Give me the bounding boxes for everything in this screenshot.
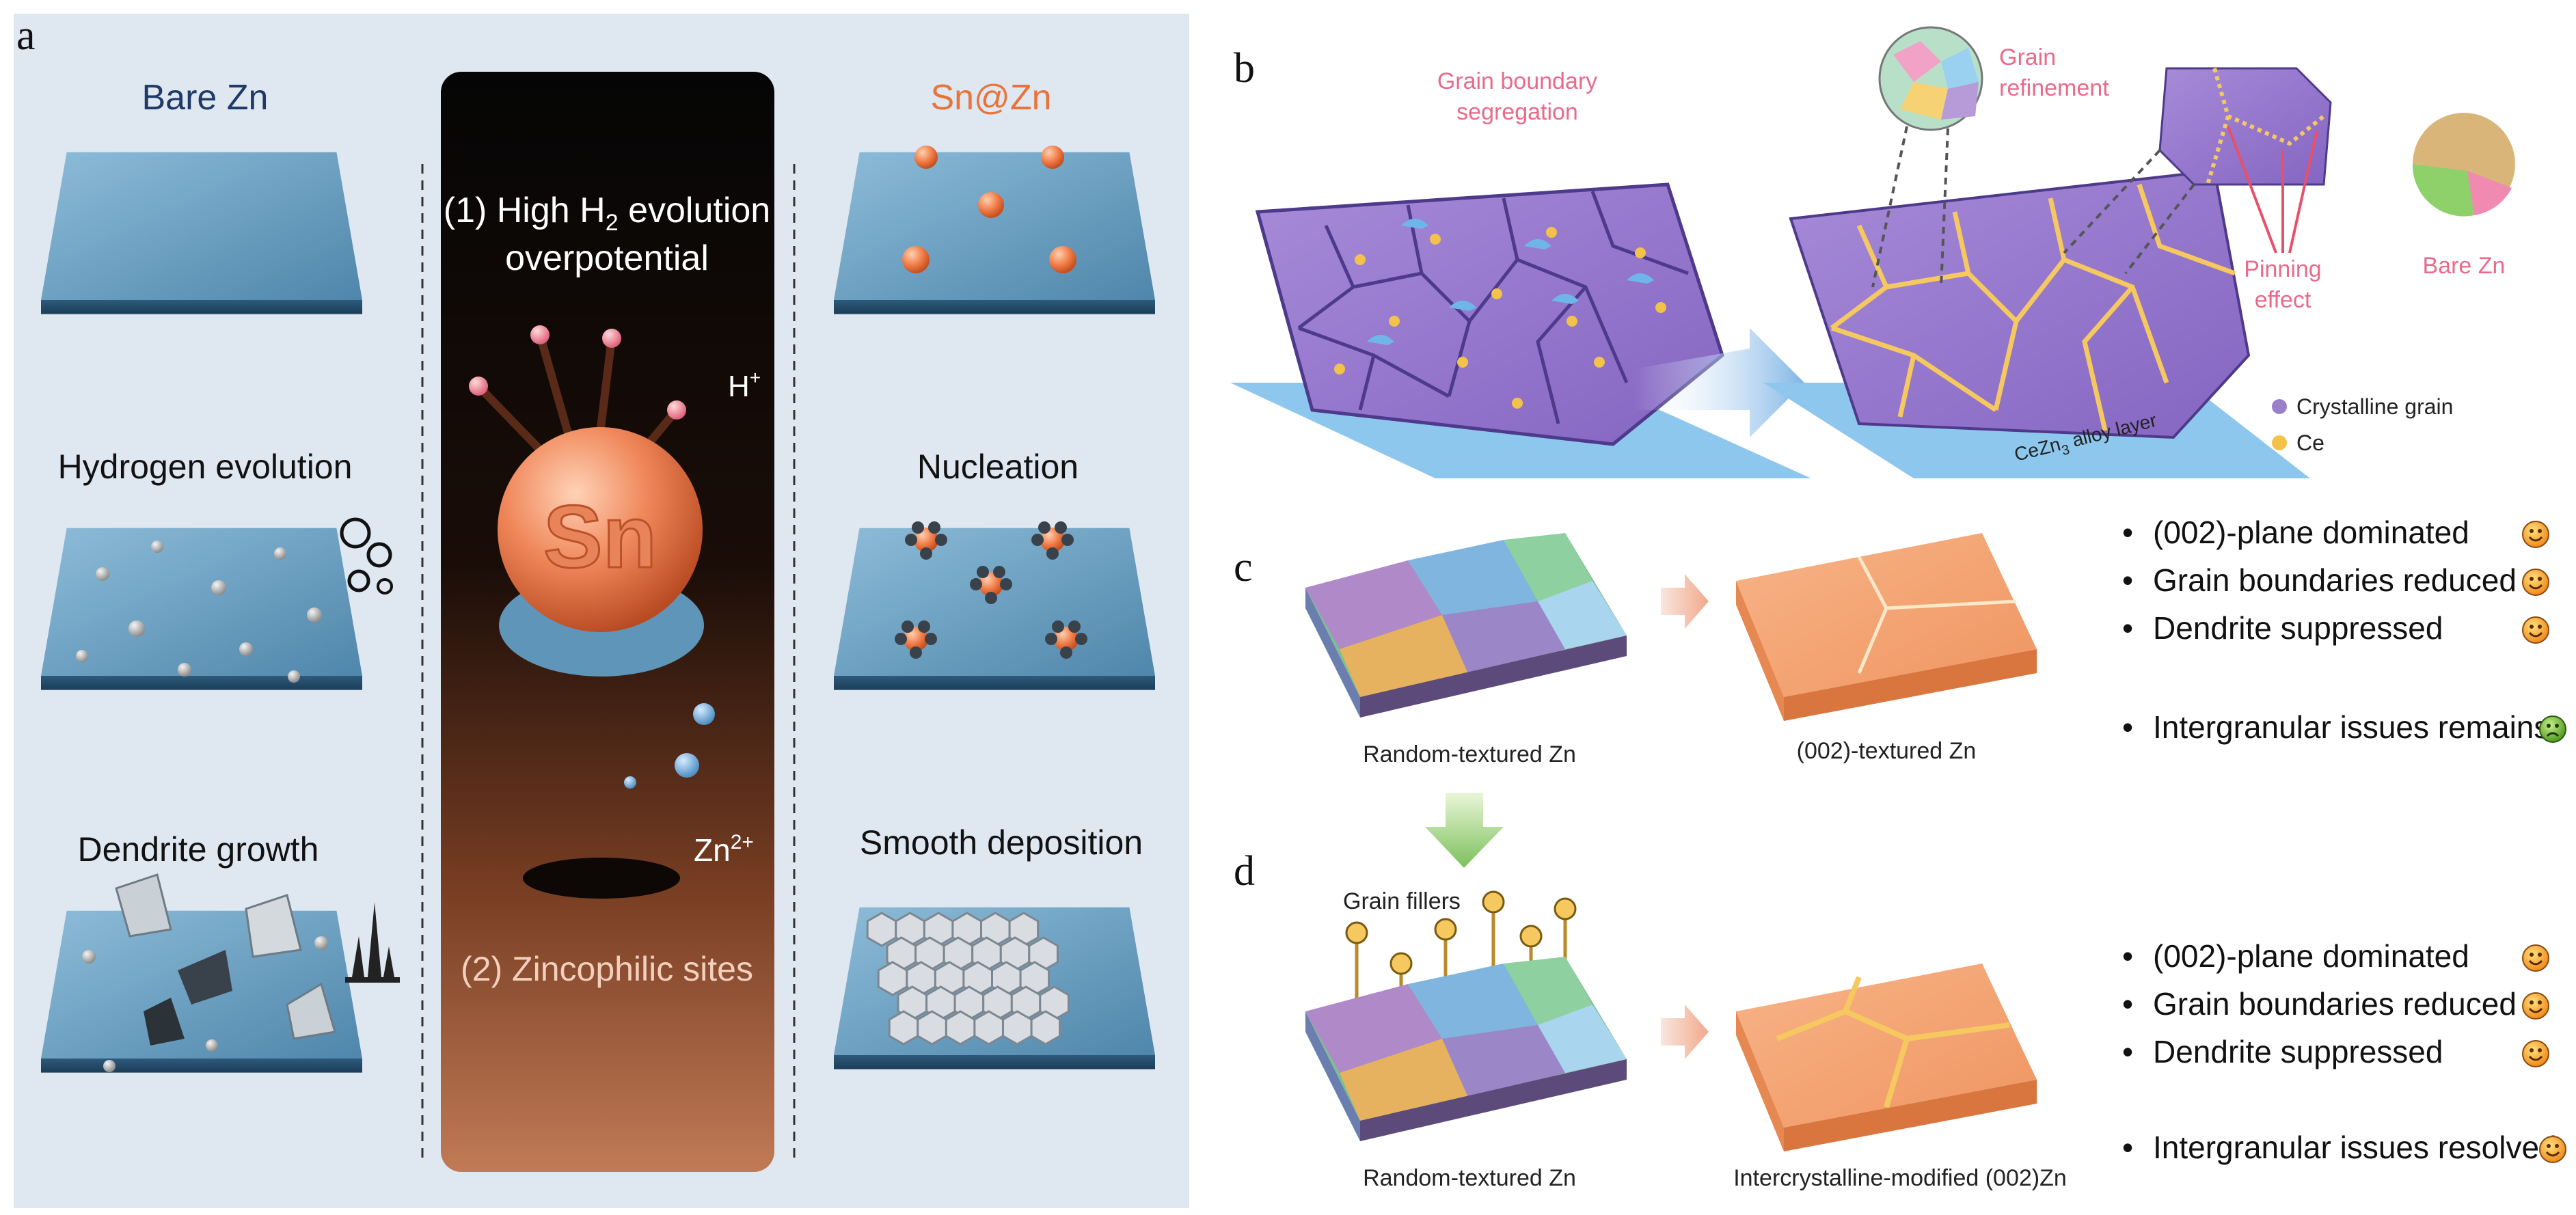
bullet-c-1: (002)-plane dominated bbox=[2153, 515, 2469, 550]
dendrite-fragments bbox=[82, 873, 336, 1072]
bullet-d-4: Intergranular issues resolved bbox=[2153, 1130, 2557, 1165]
nucleation-plate bbox=[834, 528, 1155, 690]
purple-grain-slab-right bbox=[1789, 169, 2251, 439]
svg-text:•: • bbox=[2122, 562, 2133, 598]
dendrite-growth-label: Dendrite growth bbox=[78, 830, 319, 869]
zinc-ions bbox=[624, 703, 715, 789]
hexagonal-deposit bbox=[866, 912, 1070, 1046]
bullet-c-4: Intergranular issues remains bbox=[2153, 709, 2549, 745]
random-textured-zn-block-d bbox=[1305, 957, 1627, 1141]
grain-boundary-segregation-line1: Grain boundary bbox=[1437, 68, 1597, 94]
hex-tile bbox=[945, 1010, 976, 1046]
shadow bbox=[523, 858, 680, 899]
legend-swatch-grain bbox=[2272, 399, 2287, 414]
hex-tile bbox=[917, 1010, 947, 1046]
sn-seeds bbox=[902, 146, 1076, 273]
sn-label: Sn bbox=[543, 487, 657, 586]
green-down-arrow bbox=[1425, 793, 1504, 868]
textured-zn-block-c bbox=[1736, 533, 2037, 721]
pinning-effect-line1: Pinning bbox=[2244, 256, 2321, 282]
bare-zn-plate bbox=[41, 152, 362, 314]
pinning-effect-line2: effect bbox=[2255, 287, 2311, 313]
grain-refinement-line2: refinement bbox=[1999, 75, 2109, 101]
bare-zn-title: Bare Zn bbox=[142, 78, 269, 118]
modified-caption-d: Intercrystalline-modified (002)Zn bbox=[1733, 1165, 2067, 1191]
h2-overpotential-line2: overpotential bbox=[505, 238, 709, 278]
bullet-c-2: Grain boundaries reduced bbox=[2153, 562, 2517, 598]
svg-text:•: • bbox=[2122, 515, 2133, 550]
svg-text:•: • bbox=[2122, 709, 2133, 745]
panel-c: c Random-textured Zn (002)-textured Zn •… bbox=[1234, 515, 2566, 767]
panel-d: d Grain fillers Random-textured Zn bbox=[1234, 793, 2566, 1191]
legend-label-ce: Ce bbox=[2296, 431, 2324, 455]
bare-zn-grain-circle bbox=[2412, 113, 2515, 217]
segregation-arrows bbox=[1367, 219, 1654, 345]
modified-zn-block-d bbox=[1736, 964, 2037, 1151]
hex-tile bbox=[1002, 1010, 1033, 1046]
panel-a-letter: a bbox=[16, 12, 36, 59]
grain-boundary-segregation-line2: segregation bbox=[1456, 99, 1578, 125]
textured-caption-c: (002)-textured Zn bbox=[1797, 738, 1977, 764]
svg-text:•: • bbox=[2122, 986, 2133, 1022]
random-textured-caption-c: Random-textured Zn bbox=[1363, 741, 1576, 767]
panel-b-letter: b bbox=[1234, 45, 1255, 92]
happy-face-icon bbox=[2522, 1040, 2549, 1067]
hydrogen-evolution-label: Hydrogen evolution bbox=[58, 448, 353, 486]
svg-text:•: • bbox=[2122, 938, 2133, 974]
svg-text:•: • bbox=[2122, 1034, 2133, 1069]
nucleation-clusters bbox=[895, 521, 1087, 659]
proton-label: H+ bbox=[728, 367, 761, 403]
happy-face-icon bbox=[2522, 944, 2549, 972]
random-textured-zn-block-c bbox=[1305, 533, 1627, 718]
zinc-ion-label: Zn2+ bbox=[694, 831, 754, 868]
random-textured-caption-d: Random-textured Zn bbox=[1363, 1165, 1576, 1191]
ce-atoms-left bbox=[1334, 227, 1666, 409]
happy-face-icon bbox=[2522, 521, 2549, 548]
hex-tile bbox=[888, 1010, 919, 1046]
sn-sphere-icon bbox=[498, 427, 703, 632]
transform-arrow bbox=[1633, 328, 1804, 437]
pinning-inset bbox=[2063, 67, 2332, 275]
bullets-d: • (002)-plane dominated • Grain boundari… bbox=[2122, 938, 2566, 1165]
happy-face-icon bbox=[2522, 569, 2549, 596]
hex-tile bbox=[866, 912, 897, 947]
h2-overpotential-line1: (1) High H2 evolution bbox=[444, 191, 770, 236]
arrow-c bbox=[1661, 574, 1709, 629]
happy-face-icon bbox=[2522, 616, 2549, 644]
hydrogen-bubbles bbox=[76, 517, 393, 683]
bullets-c: • (002)-plane dominated • Grain boundari… bbox=[2122, 515, 2566, 745]
panel-b: b Grain boundary segregation bbox=[1230, 26, 2515, 478]
panel-d-letter: d bbox=[1234, 848, 1255, 895]
bare-zn-label: Bare Zn bbox=[2423, 253, 2506, 279]
legend-swatch-ce bbox=[2272, 435, 2287, 450]
hex-tile bbox=[1030, 1010, 1061, 1046]
unhappy-face-icon bbox=[2539, 715, 2566, 743]
grain-refinement-inset bbox=[1871, 26, 1983, 288]
panel-a: a Bare Zn Hydrogen evolution Dendrite gr… bbox=[14, 12, 1189, 1208]
nucleation-label: Nucleation bbox=[917, 448, 1079, 486]
bullet-d-3: Dendrite suppressed bbox=[2153, 1034, 2443, 1069]
sn-sphere-group: Sn bbox=[469, 325, 704, 677]
sn-zn-title: Sn@Zn bbox=[930, 78, 1051, 118]
zincophilic-sites-label: (2) Zincophilic sites bbox=[461, 950, 753, 988]
hex-tile bbox=[973, 1010, 1004, 1046]
svg-text:•: • bbox=[2122, 1130, 2133, 1165]
dendrite-icon bbox=[345, 902, 400, 983]
ce-boundaries-right bbox=[1830, 183, 2236, 431]
bullet-d-2: Grain boundaries reduced bbox=[2153, 986, 2517, 1022]
legend-label-grain: Crystalline grain bbox=[2296, 394, 2453, 419]
sn-zn-plate bbox=[834, 152, 1155, 314]
smooth-deposition-label: Smooth deposition bbox=[860, 823, 1143, 862]
happy-face-icon bbox=[2539, 1136, 2566, 1163]
bullet-d-1: (002)-plane dominated bbox=[2153, 938, 2469, 974]
grain-fillers-label: Grain fillers bbox=[1343, 888, 1461, 914]
bullet-c-3: Dendrite suppressed bbox=[2153, 610, 2443, 646]
arrow-d bbox=[1661, 1005, 1709, 1059]
svg-text:•: • bbox=[2122, 610, 2133, 646]
grain-refinement-line1: Grain bbox=[1999, 44, 2056, 70]
happy-face-icon bbox=[2522, 992, 2549, 1020]
panel-c-letter: c bbox=[1234, 544, 1253, 590]
hex-tile bbox=[877, 961, 908, 996]
